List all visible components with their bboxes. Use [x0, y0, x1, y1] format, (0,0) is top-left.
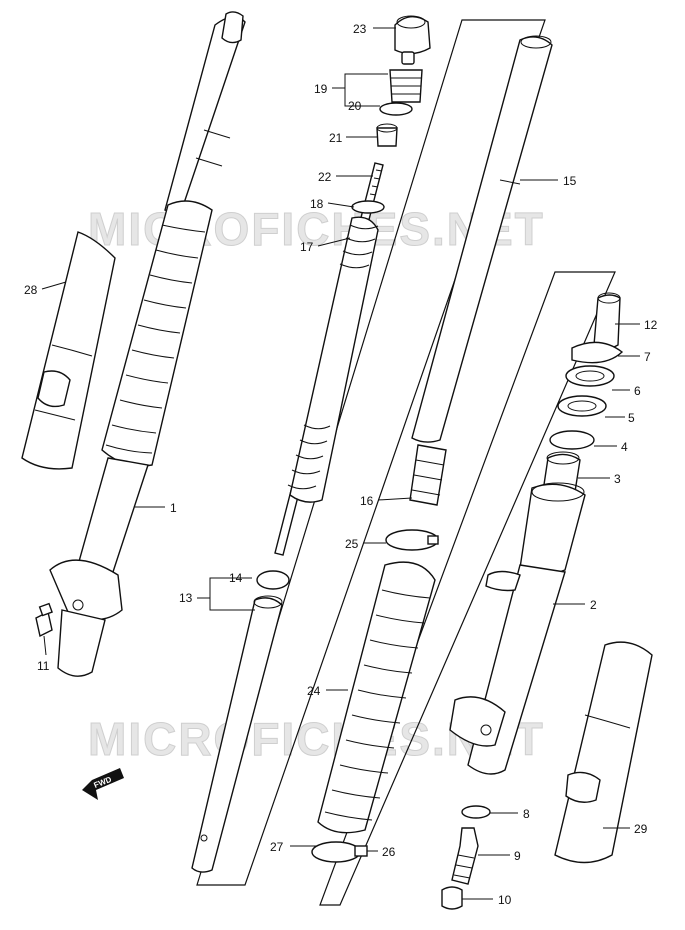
- callout-21: 21: [329, 131, 343, 145]
- callout-2: 2: [590, 598, 597, 612]
- washer-18: [351, 200, 385, 214]
- callout-25: 25: [345, 537, 359, 551]
- nut-21: [376, 123, 398, 147]
- callout-26: 26: [382, 845, 396, 859]
- cylinder-13: [191, 595, 283, 873]
- ring-4: [549, 430, 595, 450]
- inner-tube-15: [411, 35, 553, 443]
- boot-24: [317, 561, 436, 834]
- fwd-arrow-icon: FWD: [82, 768, 124, 800]
- callout-1: 1: [170, 501, 177, 515]
- callout-19: 19: [314, 82, 328, 96]
- callout-13: 13: [179, 591, 193, 605]
- callout-18: 18: [310, 197, 324, 211]
- frame-left-assembly: [196, 19, 546, 886]
- callout-15: 15: [563, 174, 577, 188]
- fwd-label: FWD: [93, 775, 113, 790]
- callout-17: 17: [300, 240, 314, 254]
- callout-16: 16: [360, 494, 374, 508]
- callout-14: 14: [229, 571, 243, 585]
- screw-26: [354, 845, 368, 857]
- spring-17: [287, 216, 379, 503]
- callout-11: 11: [37, 659, 50, 673]
- outer-tube-left: [49, 11, 246, 677]
- callout-8: 8: [523, 807, 530, 821]
- bolt-11: [35, 602, 53, 638]
- cap-23: [394, 15, 431, 55]
- outer-tube-right: [449, 482, 586, 775]
- callout-labels: 23 19 20 21 22 18 17 15 28 12 7 6 5 4 3 …: [24, 22, 658, 907]
- callout-6: 6: [634, 384, 641, 398]
- fork-guard-left: [21, 231, 116, 470]
- callout-29: 29: [634, 822, 648, 836]
- callout-10: 10: [498, 893, 512, 907]
- boot-ribs-left: [105, 224, 206, 454]
- callout-22: 22: [318, 170, 332, 184]
- callout-4: 4: [621, 440, 628, 454]
- cap-10: [441, 886, 463, 910]
- o-ring-8: [461, 805, 491, 819]
- callout-12: 12: [644, 318, 658, 332]
- o-ring-20: [379, 102, 413, 116]
- bushing-16: [409, 444, 447, 506]
- clamp-27: [311, 841, 361, 863]
- callout-5: 5: [628, 411, 635, 425]
- bushing-12: [593, 292, 621, 350]
- callout-23: 23: [353, 22, 367, 36]
- callout-3: 3: [614, 472, 621, 486]
- callout-9: 9: [514, 849, 521, 863]
- callout-24: 24: [307, 684, 321, 698]
- callout-27: 27: [270, 840, 284, 854]
- seal-6: [565, 365, 615, 387]
- adjuster-19: [389, 51, 423, 103]
- leader-lines: [41, 27, 640, 900]
- valve-9: [451, 827, 479, 885]
- clamp-25: [385, 529, 439, 551]
- circlip-7: [571, 341, 624, 364]
- callout-28: 28: [24, 283, 38, 297]
- callout-20: 20: [348, 99, 362, 113]
- fork-guard-right: [554, 641, 653, 864]
- seal-14: [256, 570, 290, 590]
- washer-5: [557, 395, 607, 417]
- callout-7: 7: [644, 350, 651, 364]
